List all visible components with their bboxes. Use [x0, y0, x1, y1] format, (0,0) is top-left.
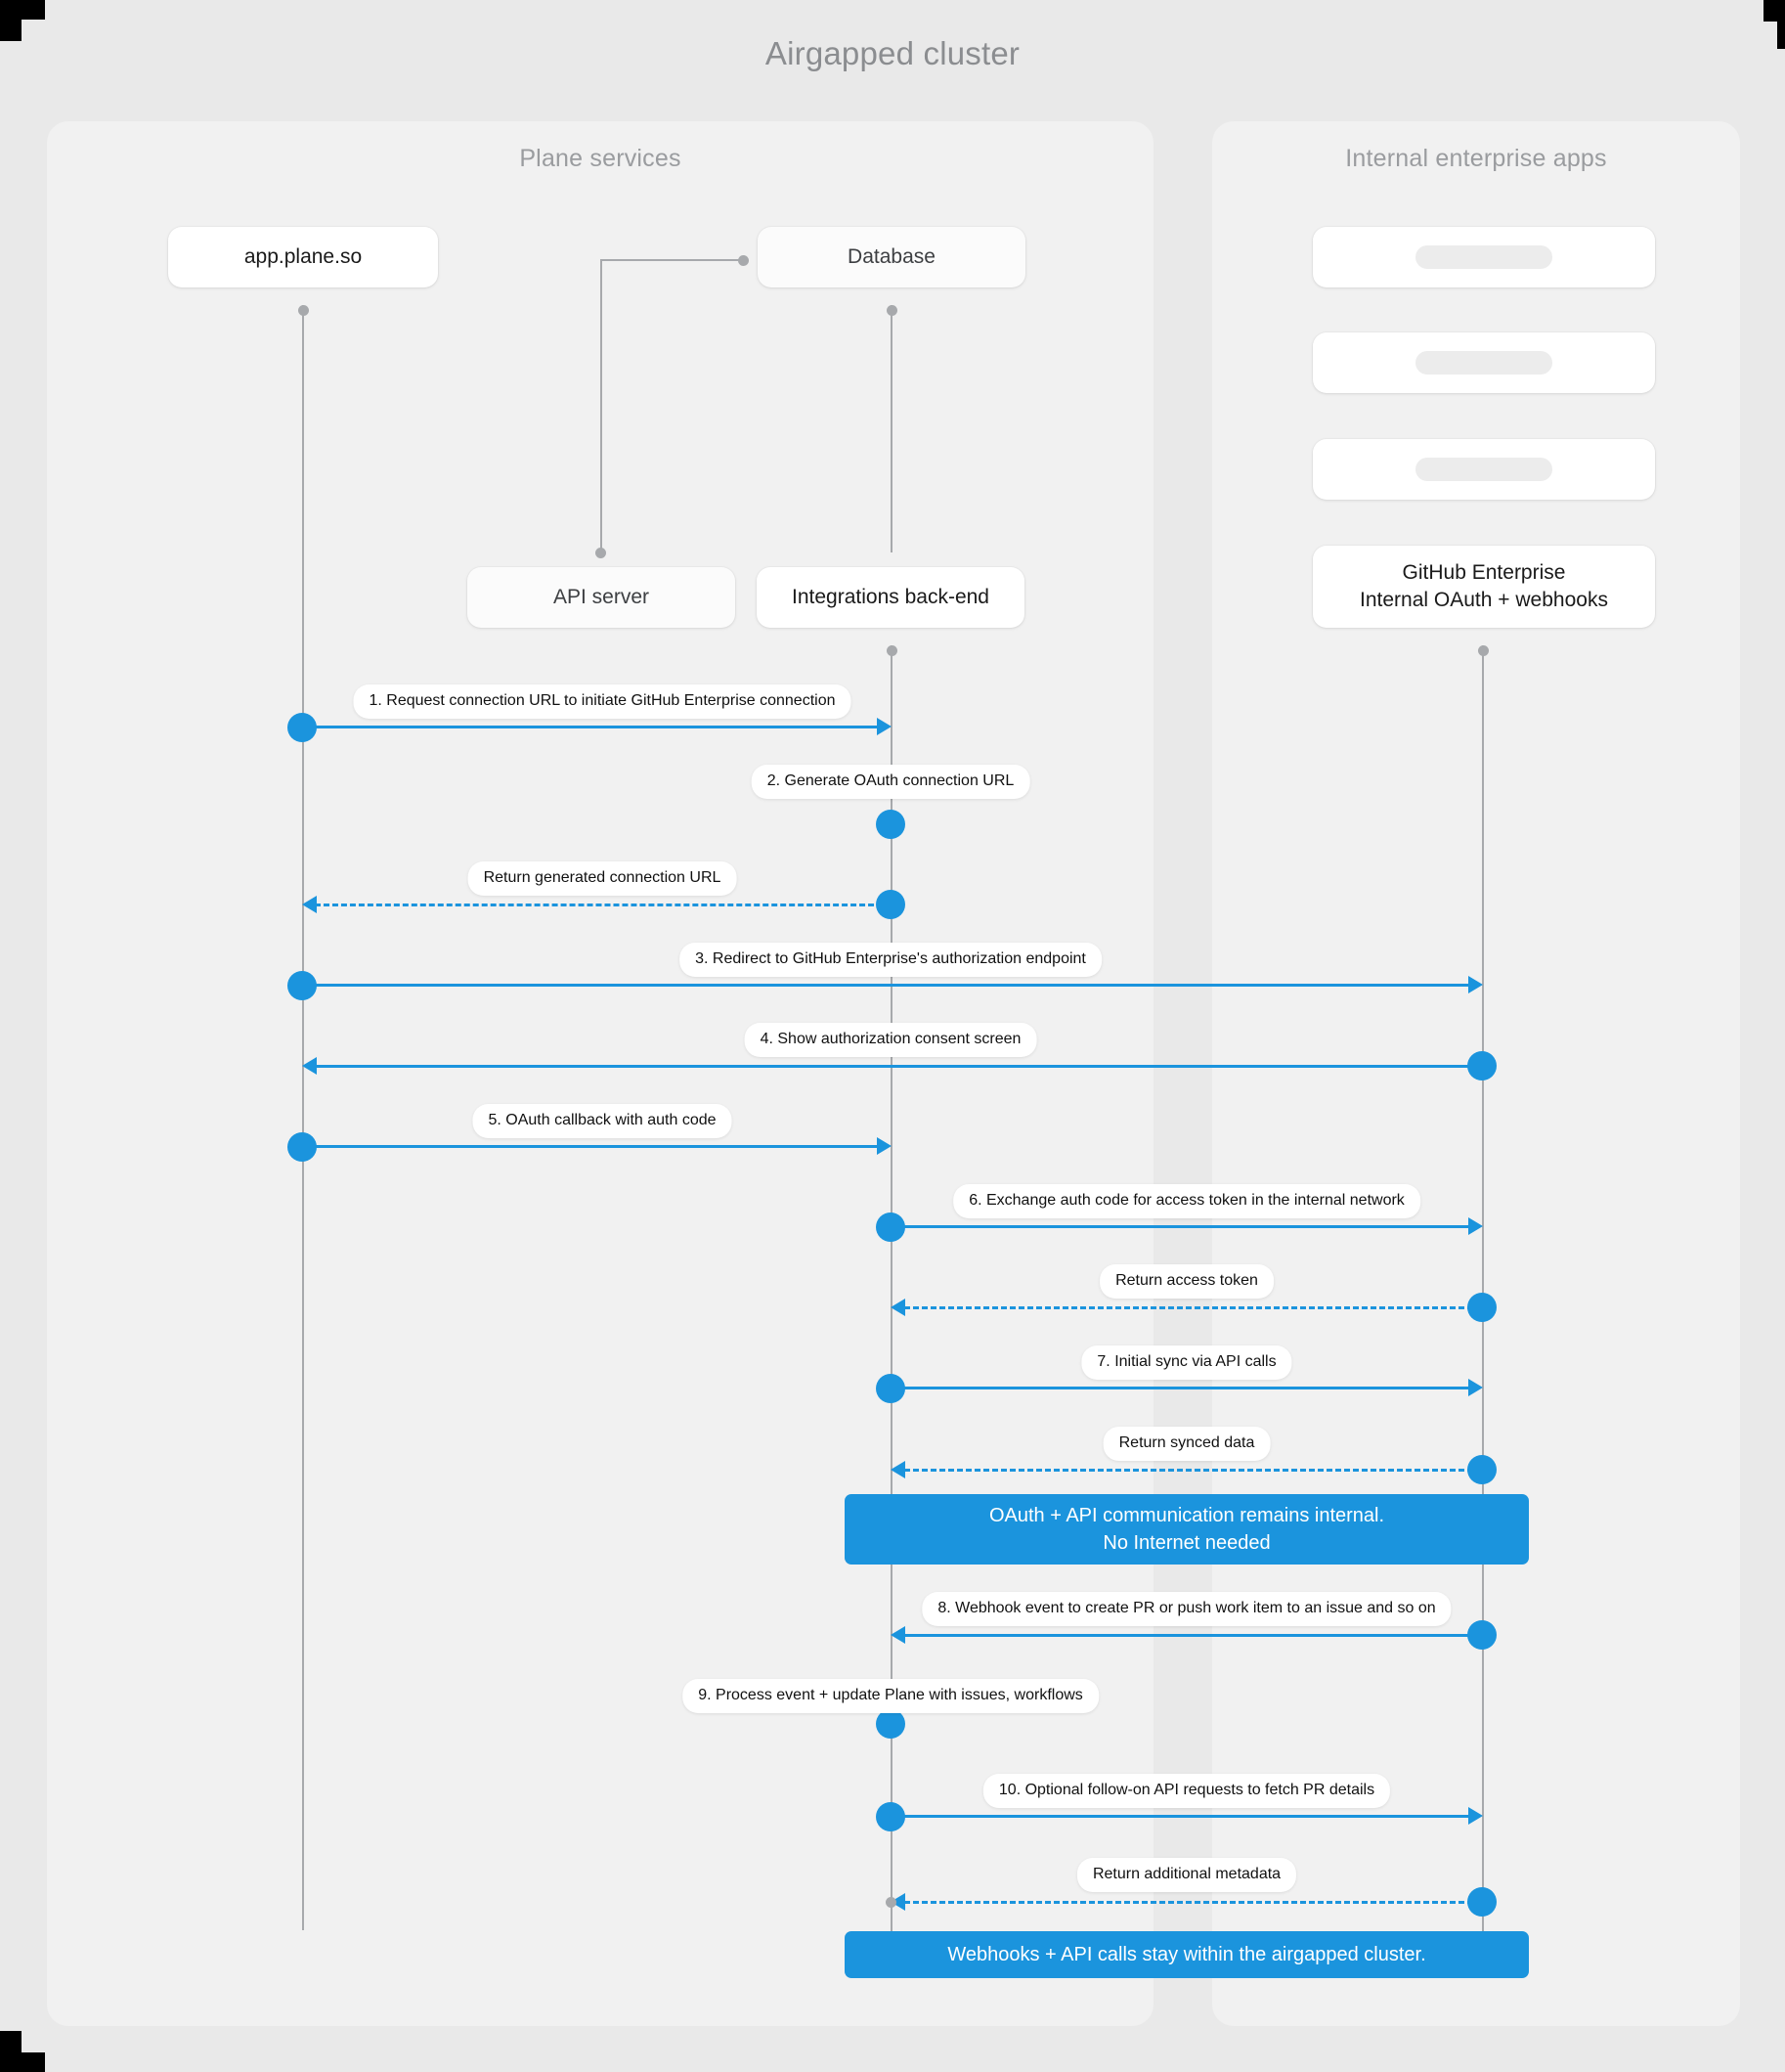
message-origin-dot-5 [1467, 1051, 1497, 1080]
connector-api-server-endpoint-dot [595, 548, 606, 558]
node-api-server-label: API server [552, 586, 650, 609]
message-arrowhead-13 [1468, 1807, 1483, 1825]
message-label-2: 2. Generate OAuth connection URL [751, 765, 1030, 799]
message-arrow-4 [302, 984, 1468, 987]
diagram-title: Airgapped cluster [764, 35, 1021, 71]
crop-mark-bottom-left [0, 2052, 45, 2072]
crop-mark-top-left-vertical [0, 20, 22, 41]
message-arrow-5 [315, 1065, 1482, 1068]
message-arrow-13 [891, 1815, 1468, 1818]
lifeline-integrations-backend [891, 645, 892, 1936]
note-oauth-internal-line2: No Internet needed [1103, 1532, 1271, 1554]
message-arrowhead-7 [1468, 1217, 1483, 1235]
message-origin-dot-8 [1467, 1293, 1497, 1322]
connector-api-server-to-database-horizontal [600, 259, 743, 261]
connector-api-server-to-database-vertical [600, 259, 602, 552]
message-self-dot-2 [876, 810, 905, 839]
crop-mark-top-left [0, 0, 45, 20]
message-label-14: Return additional metadata [1076, 1858, 1297, 1892]
message-origin-dot-4 [287, 971, 317, 1000]
message-arrowhead-8 [891, 1299, 905, 1316]
panel-plane-services-title: Plane services [519, 145, 681, 172]
crop-mark-top-right [1763, 0, 1785, 22]
message-origin-dot-14 [1467, 1887, 1497, 1917]
message-label-9: 7. Initial sync via API calls [1081, 1345, 1292, 1380]
node-app-plane-so-label: app.plane.so [243, 245, 363, 269]
node-github-enterprise[interactable]: GitHub Enterprise Internal OAuth + webho… [1313, 546, 1655, 628]
message-label-7: 6. Exchange auth code for access token i… [953, 1184, 1420, 1218]
node-database[interactable]: Database [758, 227, 1025, 287]
message-label-5: 4. Show authorization consent screen [744, 1023, 1037, 1057]
message-arrowhead-9 [1468, 1379, 1483, 1396]
node-integrations-backend[interactable]: Integrations back-end [757, 567, 1024, 628]
lifeline-database [891, 305, 892, 552]
message-arrow-6 [302, 1145, 877, 1148]
node-placeholder-3[interactable] [1313, 439, 1655, 500]
placeholder-skeleton-bar [1415, 351, 1552, 375]
panel-internal-enterprise-apps-title: Internal enterprise apps [1345, 145, 1607, 172]
message-arrowhead-11 [891, 1626, 905, 1644]
message-origin-dot-10 [1467, 1455, 1497, 1484]
note-oauth-internal-line1: OAuth + API communication remains intern… [988, 1504, 1385, 1526]
message-target-dot-14 [885, 1896, 896, 1908]
node-github-enterprise-label-line2: Internal OAuth + webhooks [1360, 589, 1608, 611]
message-arrowhead-4 [1468, 976, 1483, 993]
message-arrow-11 [904, 1634, 1482, 1637]
crop-mark-bottom-left-vertical [0, 2031, 22, 2052]
message-origin-dot-3 [876, 890, 905, 919]
note-oauth-internal: OAuth + API communication remains intern… [845, 1494, 1529, 1565]
message-origin-dot-9 [876, 1374, 905, 1403]
placeholder-skeleton-bar [1415, 458, 1552, 481]
lifeline-app-plane-so [302, 305, 304, 1930]
message-self-dot-12 [876, 1709, 905, 1739]
node-integrations-backend-label: Integrations back-end [792, 586, 989, 609]
node-github-enterprise-label-line1: GitHub Enterprise [1402, 561, 1566, 585]
message-arrow-10 [904, 1469, 1482, 1472]
message-label-12: 9. Process event + update Plane with iss… [682, 1679, 1099, 1713]
message-arrowhead-3 [302, 896, 317, 913]
message-origin-dot-13 [876, 1802, 905, 1831]
connector-database-endpoint-dot [738, 255, 749, 266]
message-arrowhead-5 [302, 1057, 317, 1075]
message-label-10: Return synced data [1103, 1427, 1271, 1461]
node-app-plane-so[interactable]: app.plane.so [168, 227, 438, 287]
note-airgapped-cluster-line1: Webhooks + API calls stay within the air… [947, 1943, 1426, 1965]
message-label-1: 1. Request connection URL to initiate Gi… [353, 684, 851, 719]
message-arrow-9 [891, 1387, 1468, 1389]
message-arrow-3 [315, 904, 892, 906]
message-label-8: Return access token [1100, 1264, 1274, 1299]
lifeline-cap-integrations-backend [886, 645, 897, 656]
note-airgapped-cluster: Webhooks + API calls stay within the air… [845, 1931, 1529, 1978]
lifeline-cap-app-plane-so [297, 305, 309, 316]
lifeline-github-enterprise [1482, 645, 1484, 1936]
message-label-3: Return generated connection URL [467, 861, 737, 896]
message-arrow-8 [904, 1306, 1482, 1309]
message-arrowhead-6 [877, 1137, 892, 1155]
node-placeholder-1[interactable] [1313, 227, 1655, 287]
message-label-11: 8. Webhook event to create PR or push wo… [922, 1592, 1452, 1626]
message-label-6: 5. OAuth callback with auth code [472, 1104, 732, 1138]
message-arrow-7 [891, 1225, 1468, 1228]
node-api-server[interactable]: API server [467, 567, 735, 628]
lifeline-cap-database [886, 305, 897, 316]
message-arrow-1 [302, 726, 877, 728]
message-label-13: 10. Optional follow-on API requests to f… [982, 1774, 1391, 1808]
crop-mark-top-right-vertical [1777, 22, 1785, 49]
message-arrow-14 [904, 1901, 1482, 1904]
message-origin-dot-11 [1467, 1620, 1497, 1650]
lifeline-cap-github-enterprise [1477, 645, 1489, 656]
node-database-label: Database [848, 245, 936, 269]
message-origin-dot-7 [876, 1212, 905, 1242]
placeholder-skeleton-bar [1415, 245, 1552, 269]
message-origin-dot-1 [287, 713, 317, 742]
message-arrowhead-1 [877, 718, 892, 735]
message-label-4: 3. Redirect to GitHub Enterprise's autho… [679, 943, 1102, 977]
node-placeholder-2[interactable] [1313, 332, 1655, 393]
message-arrowhead-10 [891, 1461, 905, 1478]
message-origin-dot-6 [287, 1132, 317, 1162]
